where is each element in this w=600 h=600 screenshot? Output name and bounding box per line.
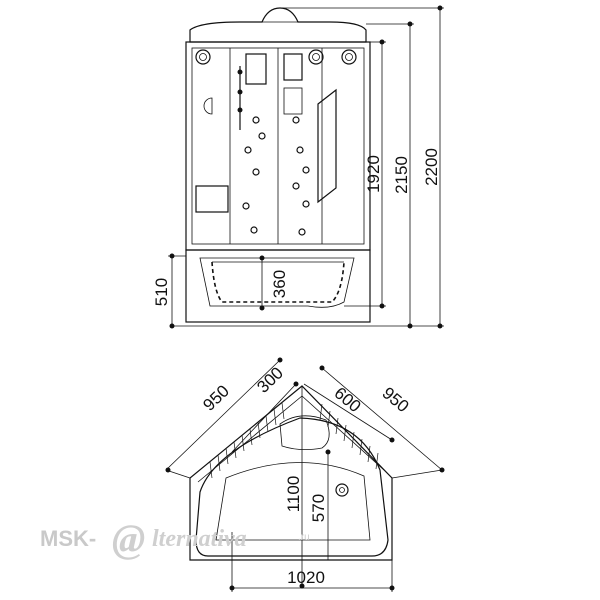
dim-depth: 1100 [284, 476, 303, 513]
dim-cabin-height: 2150 [392, 156, 411, 194]
light-icon [341, 49, 357, 65]
control-panel [283, 53, 303, 81]
dim-drain-offset: 570 [309, 494, 328, 522]
dim-total-height: 2200 [422, 148, 441, 186]
tray-base [185, 249, 371, 323]
tray-basin [211, 261, 345, 303]
handle-bar [317, 88, 337, 204]
watermark: MSK- @ lternativa .ru [40, 516, 310, 561]
tray-basin [195, 417, 389, 557]
watermark-suffix: .ru [298, 532, 310, 543]
drain-icon [335, 483, 349, 497]
front-view [185, 7, 371, 323]
dim-side-right: 950 [379, 383, 413, 416]
dim-corner-right: 600 [331, 383, 365, 416]
massage-jets [242, 116, 310, 236]
dim-width: 1020 [287, 568, 325, 587]
light-icon [195, 49, 211, 65]
dim-corner-left: 300 [253, 363, 287, 396]
control-panel [195, 185, 229, 213]
shower-head-icon [245, 53, 267, 85]
dim-jet-panel-height: 1920 [364, 155, 383, 193]
cabin-roof [189, 7, 367, 43]
plan-dimensions [165, 357, 445, 592]
watermark-script: lternativa [152, 526, 247, 552]
light-icon [308, 49, 324, 65]
watermark-brand: MSK- [40, 526, 96, 551]
dim-tray-depth: 360 [270, 270, 289, 298]
dim-tray-height: 510 [152, 278, 171, 306]
watermark-at: @ [112, 516, 145, 561]
plan-view [189, 385, 393, 561]
front-dimensions [168, 5, 444, 329]
